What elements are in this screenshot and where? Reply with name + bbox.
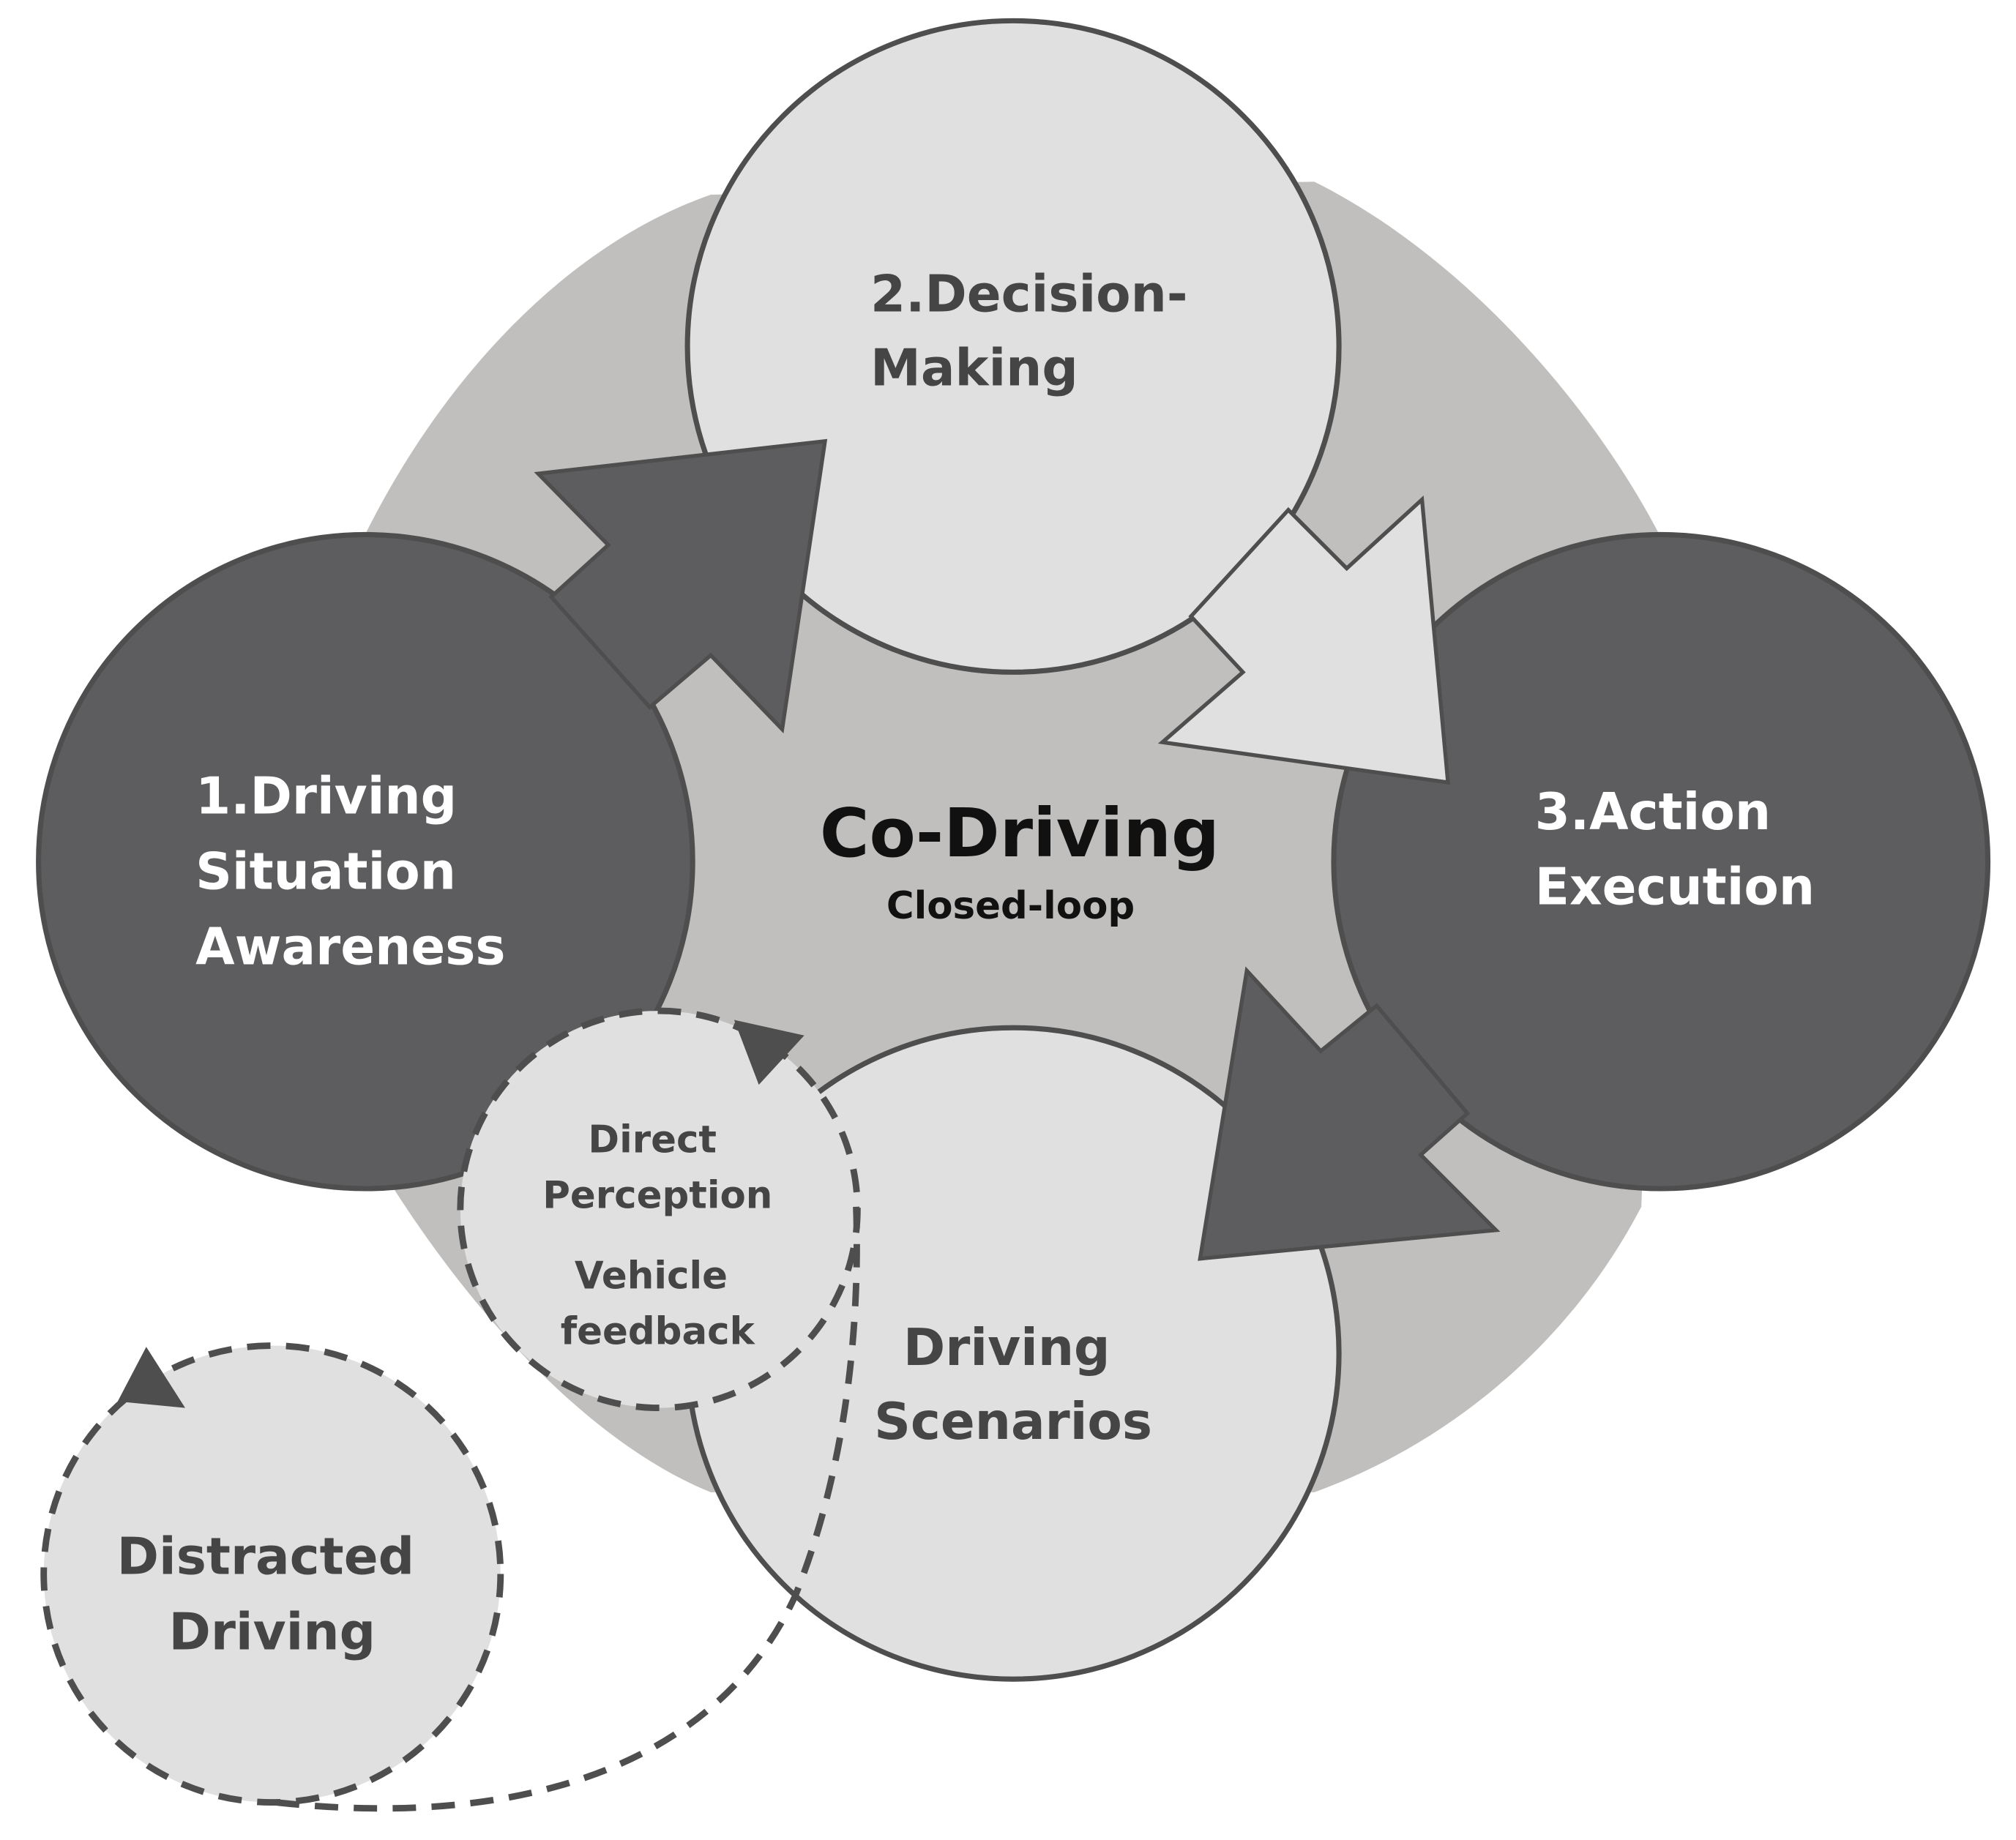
decision-making-label-line2: Making xyxy=(870,340,1078,398)
situation-awareness-label-line1: 1.Driving xyxy=(195,768,457,826)
center-subtitle: Closed-loop xyxy=(886,884,1135,928)
distracted-connector-curve xyxy=(275,1206,860,1812)
feedback-label-line4: feedback xyxy=(561,1310,756,1354)
arrow-execution-to-scenarios xyxy=(1198,966,1501,1261)
decision-making-label-line1: 2.Decision- xyxy=(870,266,1188,324)
action-execution-label-line1: 3.Action xyxy=(1535,783,1771,842)
feedback-label-line3: Vehicle xyxy=(575,1254,728,1298)
feedback-label-line2: Perception xyxy=(542,1174,772,1218)
decision-making-circle xyxy=(684,18,1342,675)
center-title: Co-Driving xyxy=(820,793,1220,872)
feedback-label-line1: Direct xyxy=(588,1118,717,1162)
action-execution-label-line2: Execution xyxy=(1535,859,1815,917)
arrow-decision-to-execution xyxy=(1157,495,1450,785)
feedback-arrowhead xyxy=(733,1020,804,1085)
action-execution-circle xyxy=(1331,531,1991,1192)
distracted-driving-circle xyxy=(40,1342,504,1806)
situation-awareness-label-line3: Awareness xyxy=(195,918,505,976)
arrow-awareness-to-decision xyxy=(534,438,828,734)
situation-awareness-label-line2: Situation xyxy=(195,842,456,901)
distracted-arrowhead xyxy=(117,1347,185,1408)
distracted-driving-label-line1: Distracted xyxy=(117,1528,414,1587)
driving-scenarios-label-line1: Driving xyxy=(903,1319,1110,1377)
driving-scenarios-label-line2: Scenarios xyxy=(874,1393,1152,1451)
distracted-driving-label-line2: Driving xyxy=(168,1603,376,1661)
situation-awareness-circle xyxy=(36,531,695,1192)
